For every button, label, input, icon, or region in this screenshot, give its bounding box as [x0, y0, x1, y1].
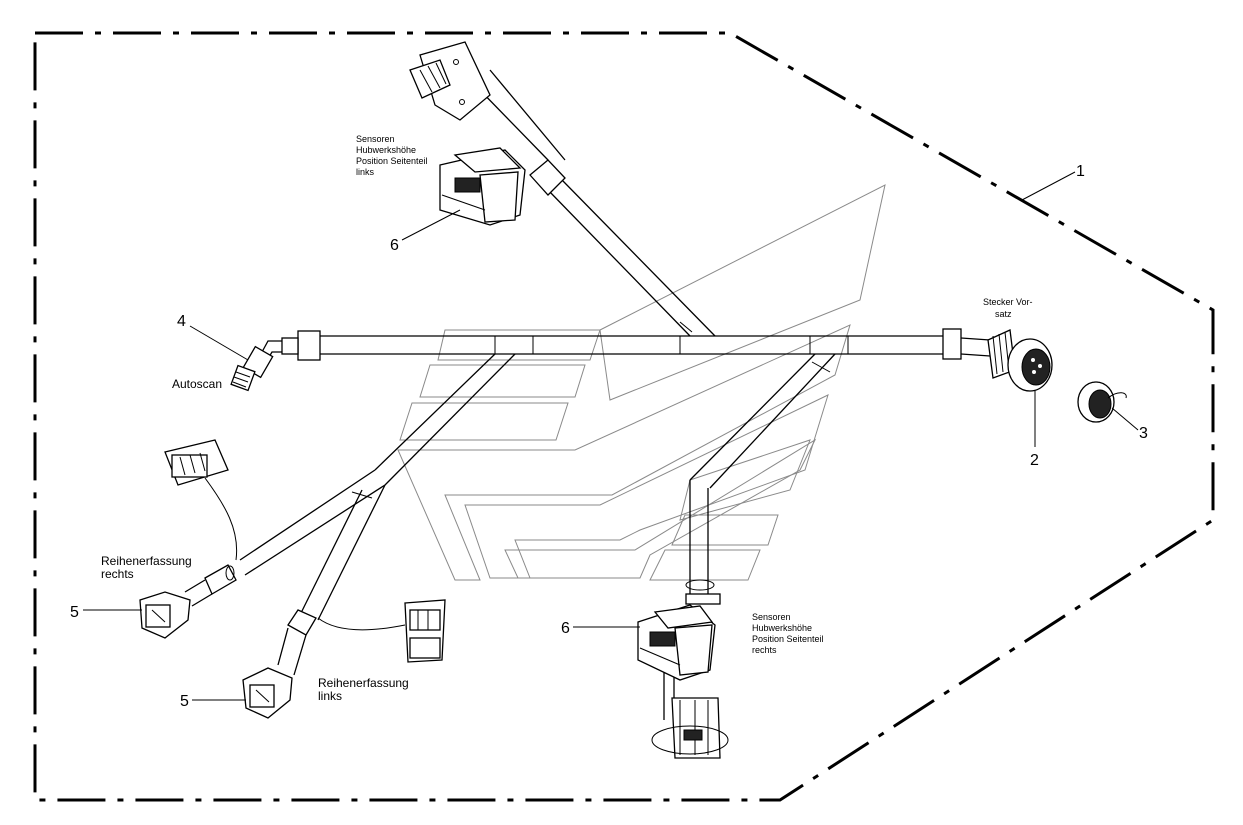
assembly-boundary: [33, 31, 1215, 802]
reihen-rechts-label-2: rechts: [101, 567, 134, 581]
autoscan-label: Autoscan: [172, 377, 222, 391]
reihen-rechts-connector: [139, 591, 191, 639]
trunk-clip-left: [297, 330, 321, 361]
lower-right-branch: [663, 353, 836, 720]
ref-5-right: 5: [70, 604, 79, 621]
ref-1: 1: [1076, 163, 1085, 180]
bottom-plug-connector: [651, 697, 729, 759]
sensor-right-connector: [637, 604, 716, 681]
stecker-label-1: Stecker Vor-: [983, 297, 1033, 307]
ref-2: 2: [1030, 452, 1039, 469]
sensor-left-label-3: Position Seitenteil: [356, 156, 428, 166]
round-connector-vorsatz: [987, 329, 1053, 392]
ref-6-top: 6: [390, 237, 399, 254]
sensor-right-label-2: Hubwerkshöhe: [752, 623, 812, 633]
sensor-right-label-3: Position Seitenteil: [752, 634, 824, 644]
lower-left-branches: [184, 353, 516, 676]
reihen-links-plug: [404, 599, 446, 663]
ref-4: 4: [177, 313, 186, 330]
trunk-clip-right: [942, 328, 962, 360]
autoscan-branch: [230, 340, 282, 392]
sensor-right-label-1: Sensoren: [752, 612, 791, 622]
sensor-left-label-4: links: [356, 167, 375, 177]
reihen-rechts-plug: [164, 439, 229, 486]
main-harness-trunk: [281, 328, 991, 361]
autoscan-connector: [230, 364, 256, 392]
reihen-links-connector: [242, 667, 293, 719]
sensor-left-label-1: Sensoren: [356, 134, 395, 144]
stecker-label-2: satz: [995, 309, 1012, 319]
leader-lines: [83, 171, 1139, 701]
reihen-links-label-1: Reihenerfassung: [318, 676, 409, 690]
ref-6-bottom: 6: [561, 620, 570, 637]
reihen-rechts-label-1: Reihenerfassung: [101, 554, 192, 568]
top-plug-connector: [409, 41, 491, 121]
sensor-right-label-4: rechts: [752, 645, 777, 655]
ref-3: 3: [1139, 425, 1148, 442]
reihen-links-label-2: links: [318, 689, 342, 703]
upper-branch: [474, 69, 716, 337]
watermark-logo: [397, 184, 886, 581]
sensor-left-connector: [439, 147, 526, 226]
sensor-left-label-2: Hubwerkshöhe: [356, 145, 416, 155]
ref-5-left: 5: [180, 693, 189, 710]
connector-cap: [1077, 381, 1127, 423]
